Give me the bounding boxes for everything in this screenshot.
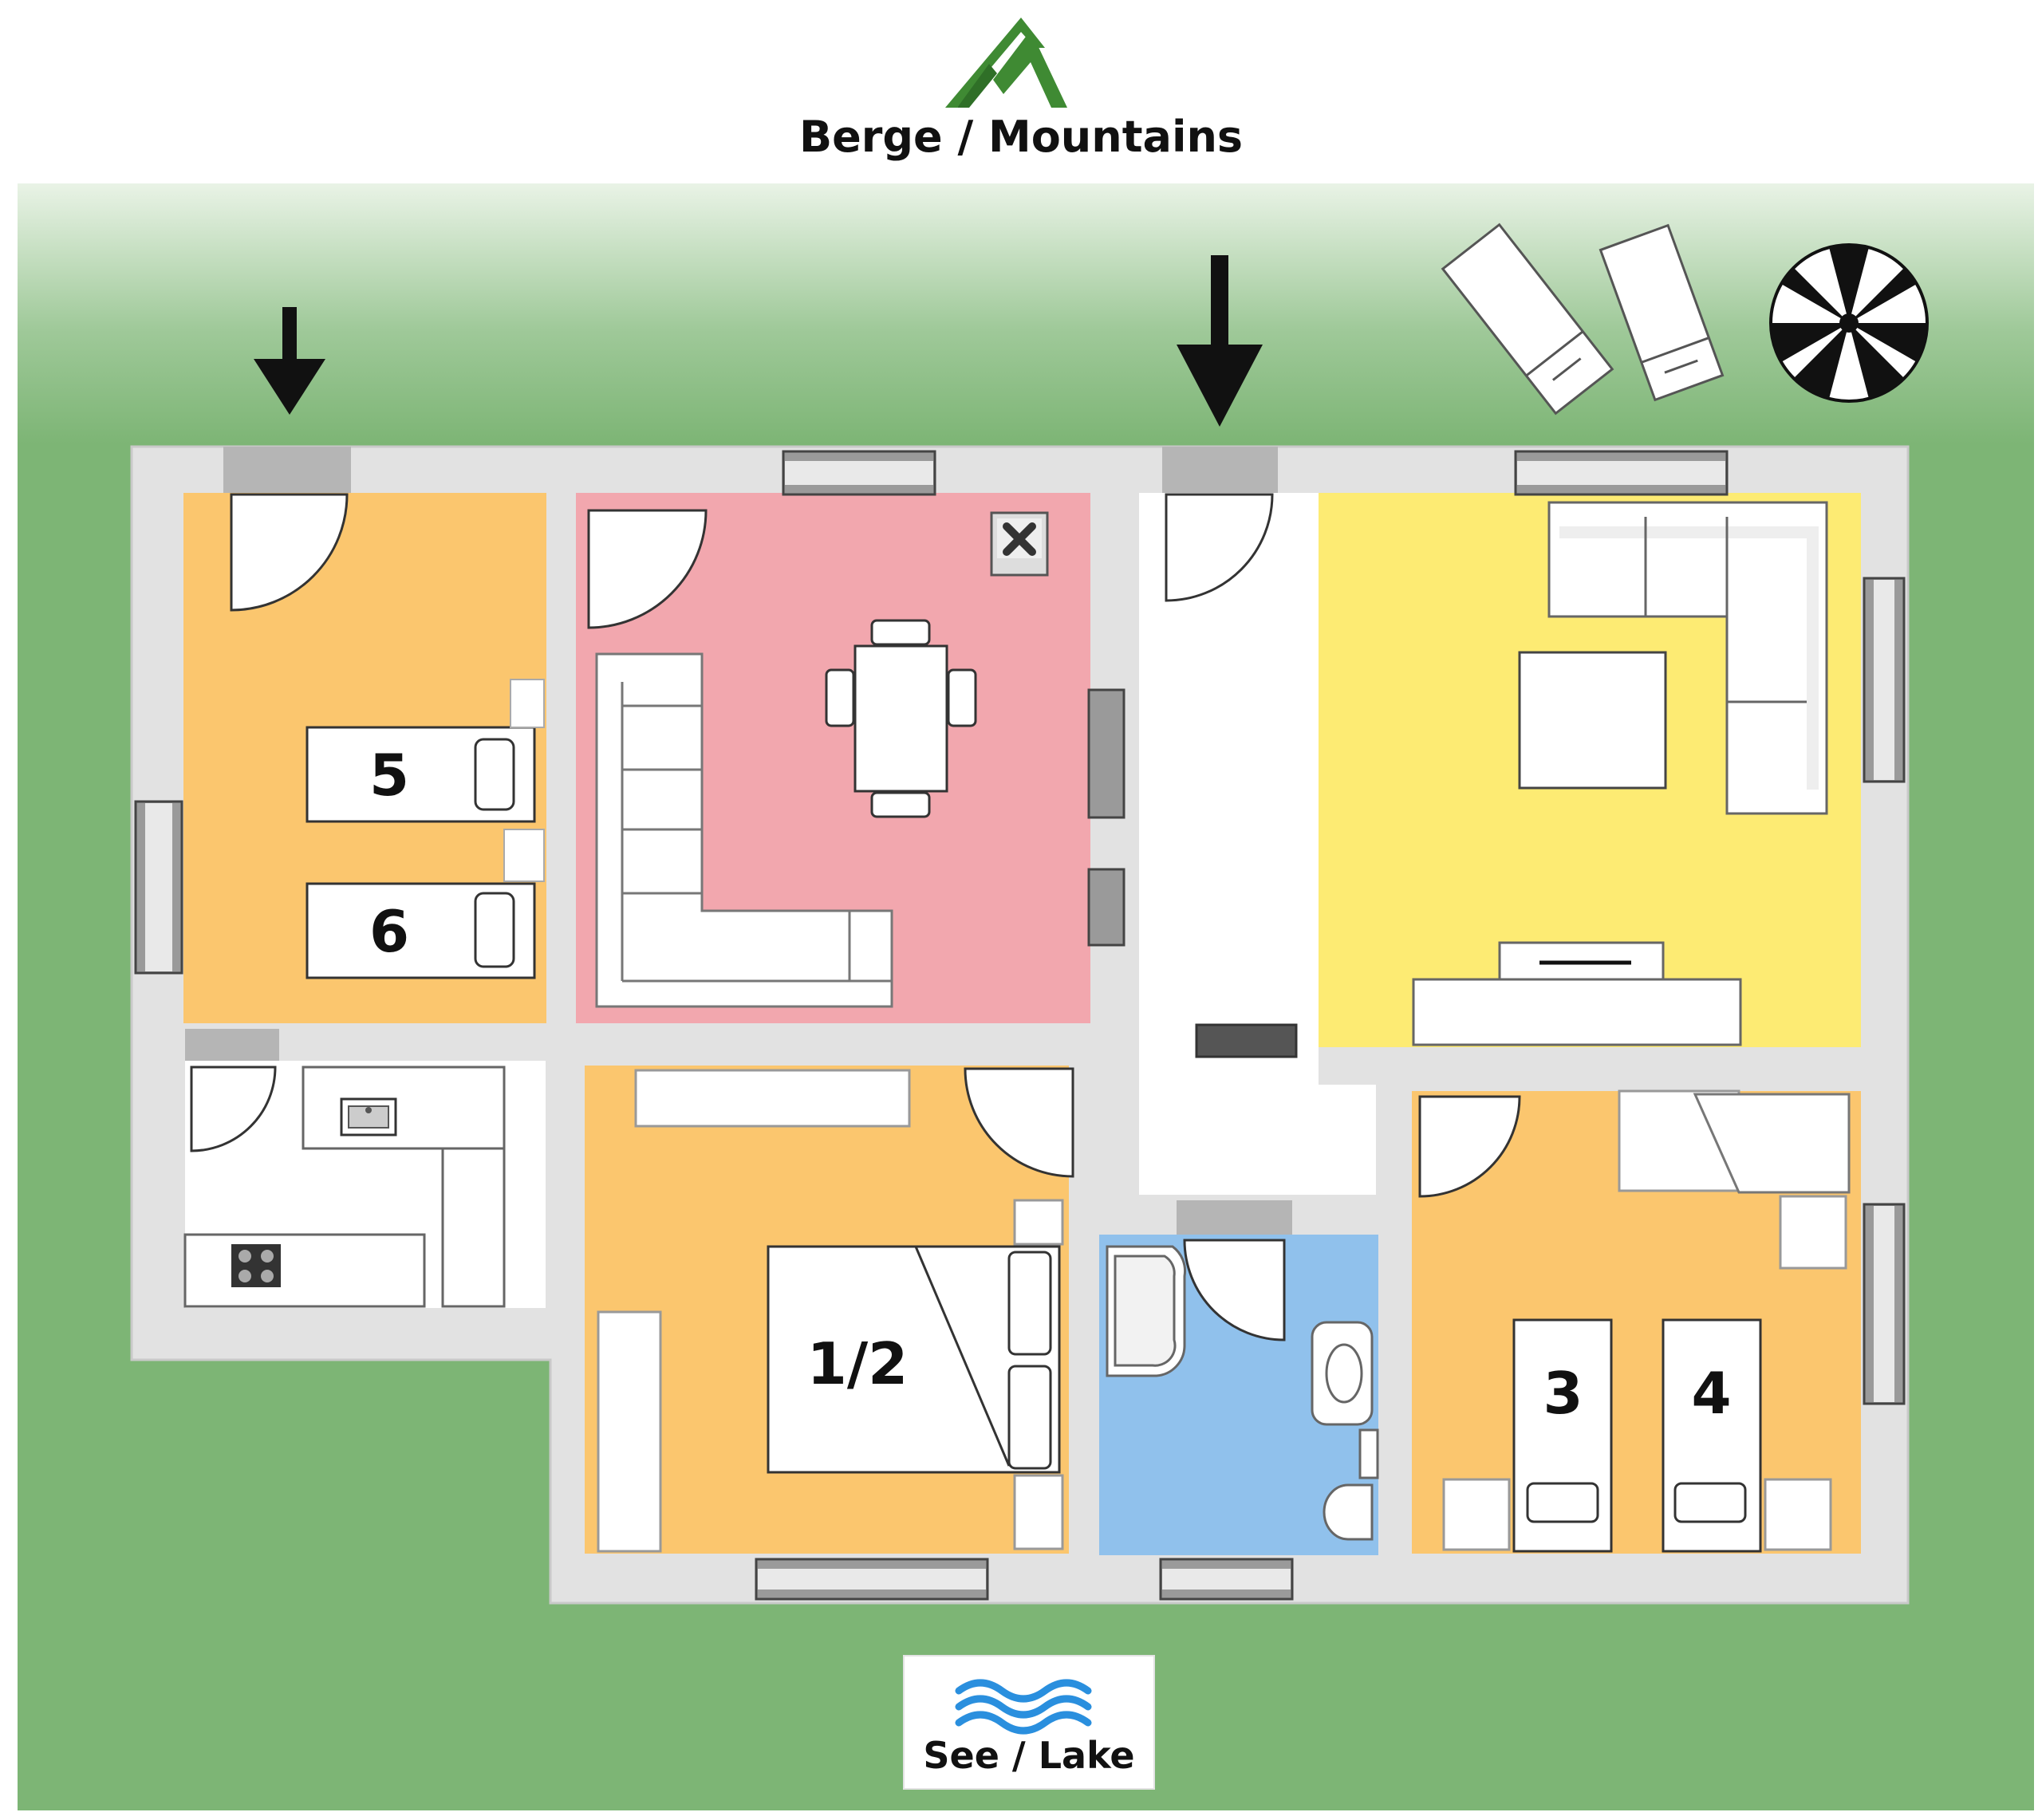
bed-label-1-2: 1/2	[806, 1330, 909, 1397]
door-threshold	[185, 447, 1292, 1235]
south-label: See / Lake	[923, 1734, 1135, 1777]
tv-cabinet	[1412, 941, 1742, 1046]
corner-sofa	[595, 652, 893, 1008]
window	[134, 450, 1906, 1601]
entrance-arrow-icon	[254, 307, 325, 415]
dining-table	[825, 619, 977, 818]
entrance-arrow-icon	[1177, 255, 1263, 427]
bed-label-6: 6	[369, 898, 410, 965]
bed-label-4: 4	[1691, 1360, 1732, 1427]
stove-icon	[990, 511, 1049, 577]
bedroom-3-4-furniture	[1442, 1089, 1851, 1551]
toilet-icon	[1311, 1321, 1374, 1426]
lake-legend: See / Lake	[903, 1655, 1155, 1790]
double-bed	[767, 1245, 1061, 1474]
bed-label-3: 3	[1543, 1360, 1583, 1427]
mountain-icon	[945, 18, 1067, 108]
parasol	[1769, 243, 1929, 403]
washbasin-icon	[1323, 1428, 1379, 1541]
bedroom-1-2-furniture	[597, 1069, 1064, 1553]
hallway-extension	[1319, 1085, 1376, 1195]
corner-couch	[1547, 501, 1828, 815]
single-bed	[1512, 1318, 1762, 1553]
sun-lounger	[1441, 223, 1725, 416]
hallway-shelf	[1195, 1023, 1298, 1058]
window-pane	[145, 461, 1894, 1590]
nightstand	[503, 679, 545, 882]
waves-icon	[955, 1679, 1092, 1735]
door-swing	[190, 493, 1521, 1341]
north-label: Berge / Mountains	[798, 112, 1244, 162]
shower-icon	[1106, 1245, 1186, 1377]
single-bed	[306, 726, 536, 979]
sink-icon	[340, 1097, 397, 1137]
hallway	[1139, 493, 1319, 1195]
cooktop-icon	[231, 1244, 281, 1287]
coffee-table	[1518, 651, 1667, 790]
bed-label-5: 5	[369, 742, 410, 809]
